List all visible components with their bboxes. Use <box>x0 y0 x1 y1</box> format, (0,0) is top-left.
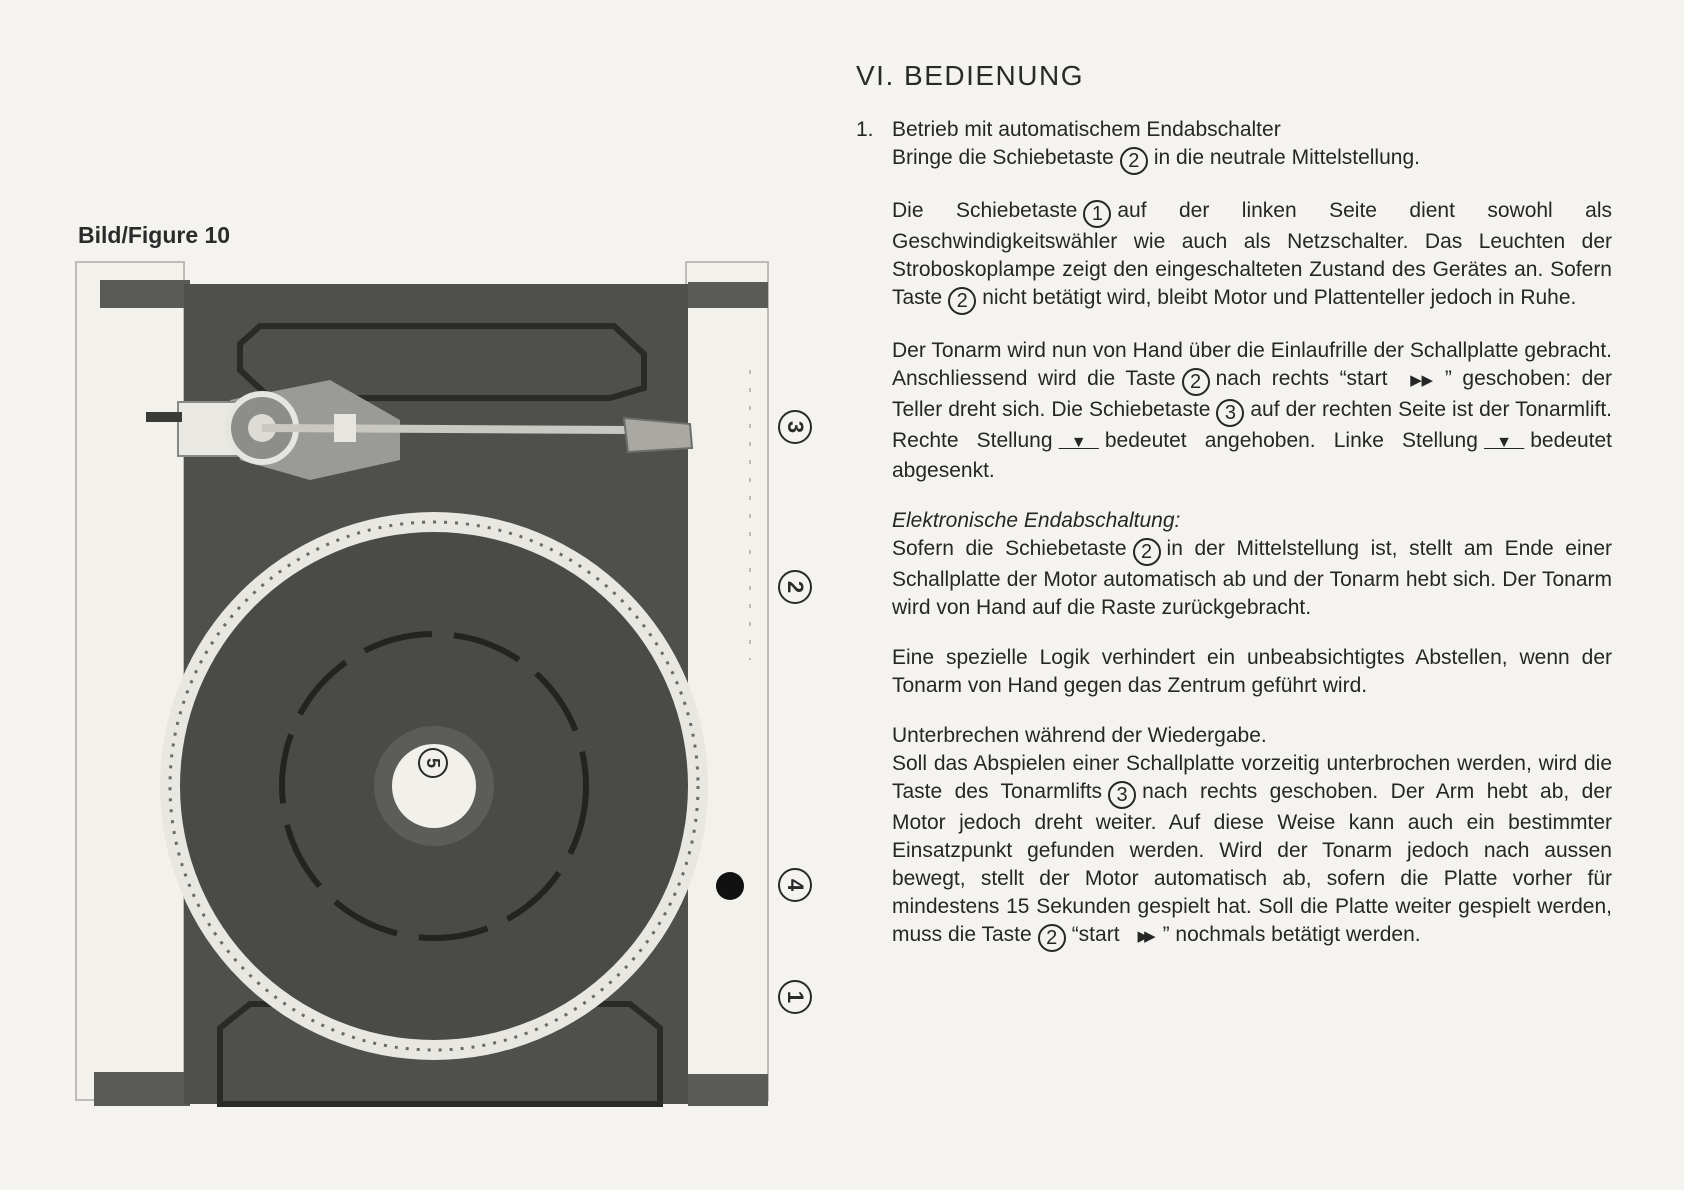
text: Eine spezielle Logik verhindert ein unbe… <box>892 646 1612 697</box>
ref-circle-1: 1 <box>1083 200 1112 228</box>
text: in der Mittelstellung ist, stellt am End… <box>892 537 1612 619</box>
tonearm-tube <box>261 424 633 434</box>
deck-recess <box>237 323 647 401</box>
text: Sofern die Schiebetaste <box>892 537 1127 560</box>
ref-circle-3: 3 <box>1216 399 1245 427</box>
text: Soll das Abspielen einer Schallplatte vo… <box>892 752 1612 803</box>
ref-circle-2: 2 <box>1132 538 1161 566</box>
ref-circle-2: 2 <box>1037 924 1066 952</box>
item-heading: 1. Betrieb mit automatischem Endabschalt… <box>856 116 1612 144</box>
callout-5: 5 <box>418 748 448 778</box>
deck-recess-bottom <box>217 1001 663 1107</box>
text: in die neutrale Mittelstellung. <box>1153 146 1420 169</box>
text: auf der rechten Seite ist der Tonarmlift… <box>892 398 1612 452</box>
figure-10: Bild/Figure 10 3 2 4 1 5 <box>0 0 830 1190</box>
paragraph-interrupt: Unterbrechen während der Wiedergabe. Sol… <box>892 722 1612 952</box>
text: auf der linken Seite dient sowohl als Ge… <box>892 199 1613 309</box>
strobe-dots <box>168 520 700 1052</box>
spindle-cap <box>392 744 476 828</box>
text: “start <box>1071 923 1120 946</box>
item-title: Betrieb mit automatischem Endabschalter <box>892 118 1281 141</box>
counterweight-knob <box>146 412 182 422</box>
subheading: Elektronische Endabschaltung: <box>892 509 1181 532</box>
callout-4: 4 <box>778 868 812 902</box>
text: Die Schiebetaste <box>892 199 1078 222</box>
text: bedeutet angehoben. Linke Stellung <box>1104 429 1478 452</box>
text: Bringe die Schiebetaste <box>892 146 1114 169</box>
lift-down-icon: ▼ <box>1483 434 1525 451</box>
corner-bottom-left <box>94 1072 190 1106</box>
ref-circle-2: 2 <box>948 287 977 315</box>
subheading: Unterbrechen während der Wiedergabe. <box>892 724 1267 747</box>
text: nach rechts “start <box>1215 367 1388 390</box>
platter-ring <box>279 631 589 941</box>
instructions-text: VI. BEDIENUNG 1. Betrieb mit automatisch… <box>856 62 1612 974</box>
text: Der Tonarm wird nun von Hand über die Ei… <box>892 339 1612 390</box>
corner-top-left <box>100 280 190 308</box>
corner-top-right <box>688 282 768 308</box>
text: bedeutet abgesenkt. <box>892 429 1612 482</box>
section-title: VI. BEDIENUNG <box>856 60 1084 91</box>
figure-caption: Bild/Figure 10 <box>78 222 231 248</box>
text: nach rechts geschoben. Der Arm hebt ab, … <box>892 780 1612 946</box>
ref-circle-3: 3 <box>1108 781 1137 809</box>
right-rail <box>685 261 769 1101</box>
item-number: 1. <box>856 118 874 141</box>
corner-bottom-right <box>688 1074 768 1106</box>
headshell <box>622 416 694 454</box>
paragraph-tonearm: Der Tonarm wird nun von Hand über die Ei… <box>892 337 1612 485</box>
ref-circle-2: 2 <box>1119 147 1148 175</box>
speed-knob <box>716 872 744 900</box>
fast-forward-icon: ▶▶ <box>1137 928 1156 945</box>
callout-3: 3 <box>778 410 812 444</box>
callout-1: 1 <box>778 980 812 1014</box>
text: ” nochmals betätigt werden. <box>1162 923 1421 946</box>
lift-up-icon: ▼ <box>1058 434 1099 451</box>
fast-forward-icon: ▶▶ <box>1405 372 1438 389</box>
tonearm-collar <box>334 414 356 442</box>
text: nicht betätigt wird, bleibt Motor und Pl… <box>982 286 1577 309</box>
callout-2: 2 <box>778 570 812 604</box>
text: ” geschoben: der Teller dreht sich. Die … <box>892 367 1612 421</box>
paragraph-logic: Eine spezielle Logik verhindert ein unbe… <box>892 644 1612 700</box>
turntable-photo <box>75 261 769 1107</box>
left-rail <box>75 261 185 1101</box>
ref-circle-2: 2 <box>1181 368 1210 396</box>
paragraph-auto-stop: Elektronische Endabschaltung: Sofern die… <box>892 507 1612 622</box>
